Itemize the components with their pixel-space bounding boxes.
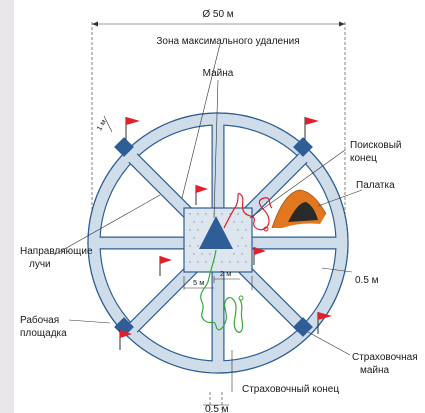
flags xyxy=(119,117,332,350)
dimension-lines xyxy=(91,21,346,413)
flag-icon xyxy=(195,185,208,205)
search-end-rope xyxy=(223,193,273,231)
dim-5m-label: 5 м xyxy=(193,278,204,287)
work-area-label-2: площадка xyxy=(20,328,67,339)
safety-end-rope xyxy=(200,249,244,333)
hole-icon xyxy=(293,137,313,157)
search-end-label-1: Поисковый xyxy=(350,140,401,151)
flag-icon xyxy=(159,256,172,276)
flag-icon xyxy=(253,247,266,265)
guide-lines-label-1: Направляющие xyxy=(20,246,93,257)
tent-icon xyxy=(271,189,327,229)
guide-lines-label-2: лучи xyxy=(29,259,51,270)
diameter-label: Ø 50 м xyxy=(202,9,233,20)
page-edge-shadow xyxy=(0,0,14,413)
dim-2m-label: 2 м xyxy=(220,269,231,278)
tent-label: Палатка xyxy=(356,180,395,191)
dim-05m-bottom-label: 0.5 м xyxy=(205,404,229,413)
hole-icon xyxy=(114,317,134,337)
flag-icon xyxy=(125,117,140,140)
dim-05m-right-label: 0.5 м xyxy=(355,275,379,286)
safety-end-label: Страховочный конец xyxy=(242,384,339,395)
flag-icon xyxy=(119,330,132,350)
safety-hole-label-2: майна xyxy=(360,365,390,376)
flag-icon xyxy=(304,117,319,140)
search-end-label-2: конец xyxy=(350,153,377,164)
flag-icon xyxy=(317,312,332,334)
max-distance-zone-label: Зона максимального удаления xyxy=(156,36,299,47)
main-hole-label: Майна xyxy=(203,68,234,79)
work-area-label-1: Рабочая xyxy=(20,314,59,326)
main-hole-icon xyxy=(199,216,233,249)
safety-hole-label-1: Страховочная xyxy=(352,352,418,363)
leader-lines xyxy=(53,43,363,392)
hole-icon xyxy=(293,317,313,337)
